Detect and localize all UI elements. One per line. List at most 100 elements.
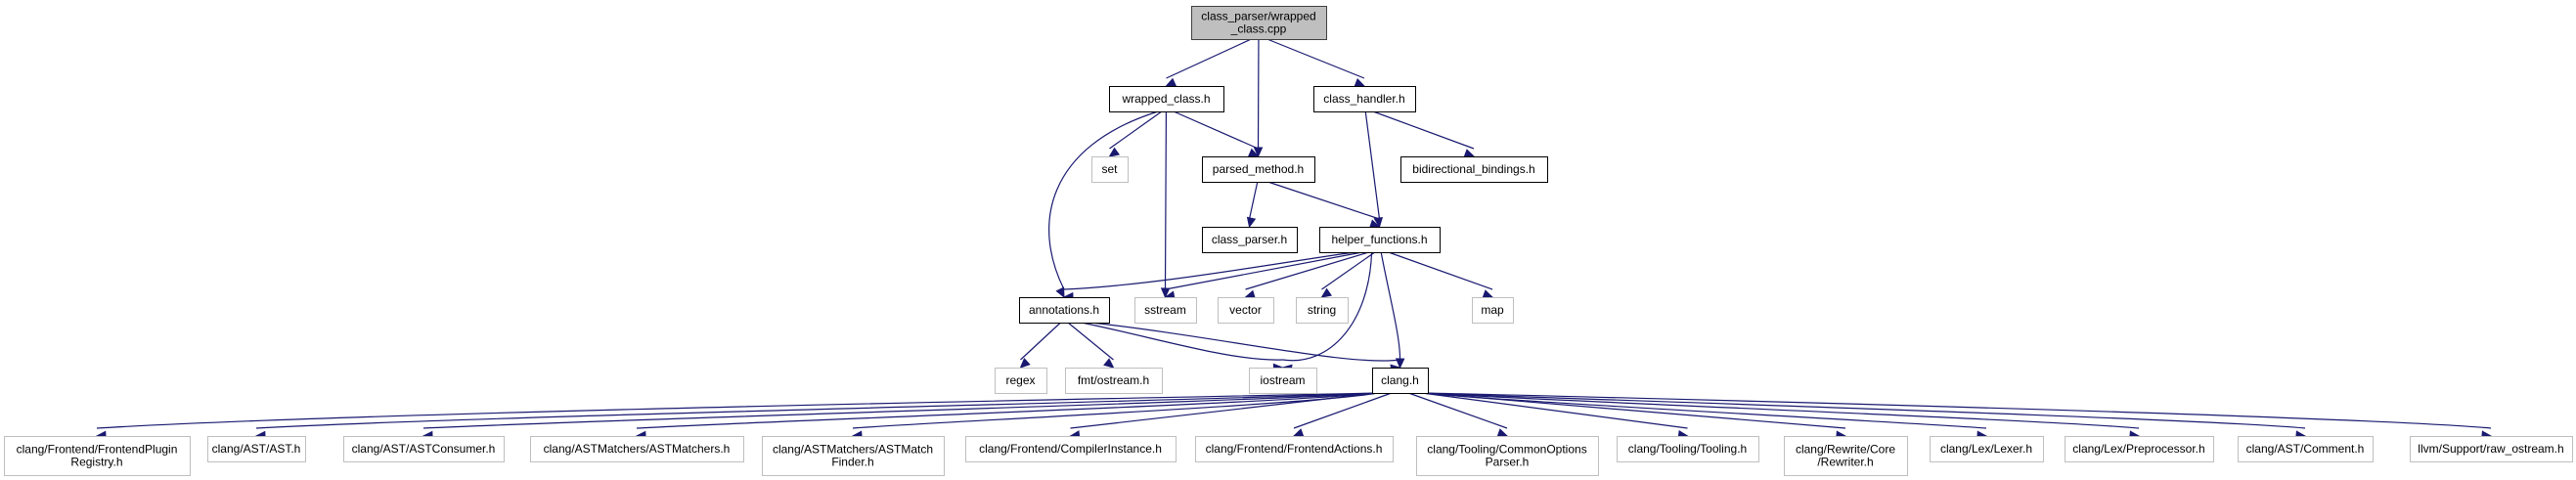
edge-annotations-to-iostream: [1081, 322, 1283, 361]
node-label: clang/AST/Comment.h: [2246, 442, 2365, 456]
node-fmt-ostream: fmt/ostream.h: [1065, 368, 1163, 394]
node-label: class_parser.h: [1212, 233, 1287, 246]
edge-arrowhead: [1320, 287, 1333, 298]
edge-helper-functions-to-annotations: [1063, 251, 1355, 290]
node-box: [1202, 227, 1298, 253]
edge-helper-functions-to-clang: [1380, 251, 1401, 361]
node-iostream: iostream: [1249, 368, 1317, 394]
edge-clang-to-raw-ostream: [1421, 392, 2492, 429]
node-box: [1784, 436, 1908, 476]
node-box: [1249, 368, 1317, 394]
node-ast-ast: clang/AST/AST.h: [207, 436, 306, 462]
edge-arrowhead: [1019, 358, 1031, 369]
node-box: [1218, 297, 1274, 324]
node-label: clang/Lex/Lexer.h: [1940, 442, 2032, 456]
edge-annotations-to-fmt-ostream: [1067, 322, 1114, 361]
edge-clang-to-tooling: [1421, 392, 1688, 429]
edge-clang-to-ast-ast: [255, 392, 1379, 429]
node-regex: regex: [995, 368, 1047, 394]
node-label: Parser.h: [1486, 456, 1530, 469]
node-box: [1930, 436, 2044, 462]
node-label: clang.h: [1381, 373, 1419, 387]
edge-arrowhead: [1496, 428, 1509, 438]
node-ast-consumer: clang/AST/ASTConsumer.h: [343, 436, 505, 462]
node-label: Registry.h: [70, 456, 122, 469]
node-wrapped-class[interactable]: wrapped_class.h: [1109, 86, 1224, 112]
node-box: [1065, 368, 1163, 394]
node-label: vector: [1229, 303, 1262, 317]
node-label: clang/Frontend/CompilerInstance.h: [979, 442, 1162, 456]
node-frontend-actions: clang/Frontend/FrontendActions.h: [1195, 436, 1394, 462]
node-box: [2238, 436, 2374, 462]
node-box: [995, 368, 1047, 394]
edge-clang-to-compiler-instance: [1070, 392, 1379, 429]
edge-root-to-class-handler: [1266, 38, 1365, 79]
node-box: [1472, 297, 1514, 324]
edge-arrowhead: [1165, 77, 1177, 87]
edge-class-handler-to-bidirectional-bindings: [1372, 110, 1475, 150]
edge-helper-functions-to-iostream: [1282, 251, 1373, 362]
edge-root-to-wrapped-class: [1166, 38, 1252, 79]
edge-arrowhead: [1463, 149, 1476, 158]
node-label: _class.cpp: [1230, 22, 1287, 36]
node-box: [1091, 156, 1129, 183]
edge-helper-functions-to-string: [1321, 251, 1376, 290]
edge-clang-to-ast-matchers: [636, 392, 1379, 429]
node-sstream: sstream: [1134, 297, 1197, 324]
node-box: [1400, 156, 1548, 183]
node-box: [2410, 436, 2573, 462]
edge-clang-to-preprocessor: [1421, 392, 2140, 429]
edge-annotations-to-regex: [1020, 322, 1061, 361]
node-preprocessor: clang/Lex/Preprocessor.h: [2065, 436, 2214, 462]
edge-parsed-method-to-helper-functions: [1267, 181, 1380, 220]
node-box: [1313, 86, 1416, 112]
node-clang[interactable]: clang.h: [1372, 368, 1429, 394]
node-bidirectional-bindings[interactable]: bidirectional_bindings.h: [1400, 156, 1548, 183]
edge-class-handler-to-helper-functions: [1364, 110, 1381, 220]
edge-clang-to-frontend-plugin-registry: [96, 392, 1379, 429]
node-label: helper_functions.h: [1331, 233, 1427, 246]
node-box: [1416, 436, 1599, 476]
node-vector: vector: [1218, 297, 1274, 324]
node-parsed-method[interactable]: parsed_method.h: [1202, 156, 1315, 183]
edge-parsed-method-to-class-parser: [1248, 181, 1259, 220]
edge-wrapped-class-to-parsed-method: [1173, 110, 1259, 150]
node-label: wrapped_class.h: [1121, 92, 1210, 106]
edge-clang-to-comment: [1421, 392, 2306, 429]
node-class-handler[interactable]: class_handler.h: [1313, 86, 1416, 112]
node-label: clang/Tooling/Tooling.h: [1628, 442, 1747, 456]
node-box: [762, 436, 945, 476]
node-tooling: clang/Tooling/Tooling.h: [1617, 436, 1759, 462]
node-box: [1019, 297, 1110, 324]
node-box: [1319, 227, 1441, 253]
edges-layer: [95, 38, 2493, 441]
node-label: bidirectional_bindings.h: [1412, 162, 1534, 176]
node-label: clang/ASTMatchers/ASTMatchers.h: [544, 442, 731, 456]
node-label: clang/Rewrite/Core: [1796, 443, 1895, 457]
edge-arrowhead: [1108, 147, 1121, 157]
node-label: set: [1101, 162, 1118, 176]
node-set: set: [1091, 156, 1129, 183]
node-label: clang/Frontend/FrontendPlugin: [17, 443, 178, 457]
node-annotations[interactable]: annotations.h: [1019, 297, 1110, 324]
node-helper-functions[interactable]: helper_functions.h: [1319, 227, 1441, 253]
node-root[interactable]: class_parser/wrapped_class.cpp: [1191, 6, 1327, 40]
node-label: string: [1308, 303, 1336, 317]
node-raw-ostream: llvm/Support/raw_ostream.h: [2410, 436, 2573, 462]
node-class-parser[interactable]: class_parser.h: [1202, 227, 1298, 253]
node-box: [1195, 436, 1394, 462]
node-label: clang/ASTMatchers/ASTMatch: [773, 443, 933, 457]
edge-wrapped-class-to-set: [1109, 110, 1163, 150]
edge-arrowhead: [1253, 147, 1264, 158]
node-label: class_handler.h: [1323, 92, 1404, 106]
node-label: clang/AST/AST.h: [212, 442, 301, 456]
edge-clang-to-ast-consumer: [422, 392, 1379, 429]
nodes-layer: class_parser/wrapped_class.cpp wrapped_cl…: [4, 6, 2573, 476]
edge-arrowhead: [1292, 428, 1305, 438]
edge-helper-functions-to-map: [1388, 251, 1493, 290]
node-label: /Rewriter.h: [1817, 456, 1873, 469]
